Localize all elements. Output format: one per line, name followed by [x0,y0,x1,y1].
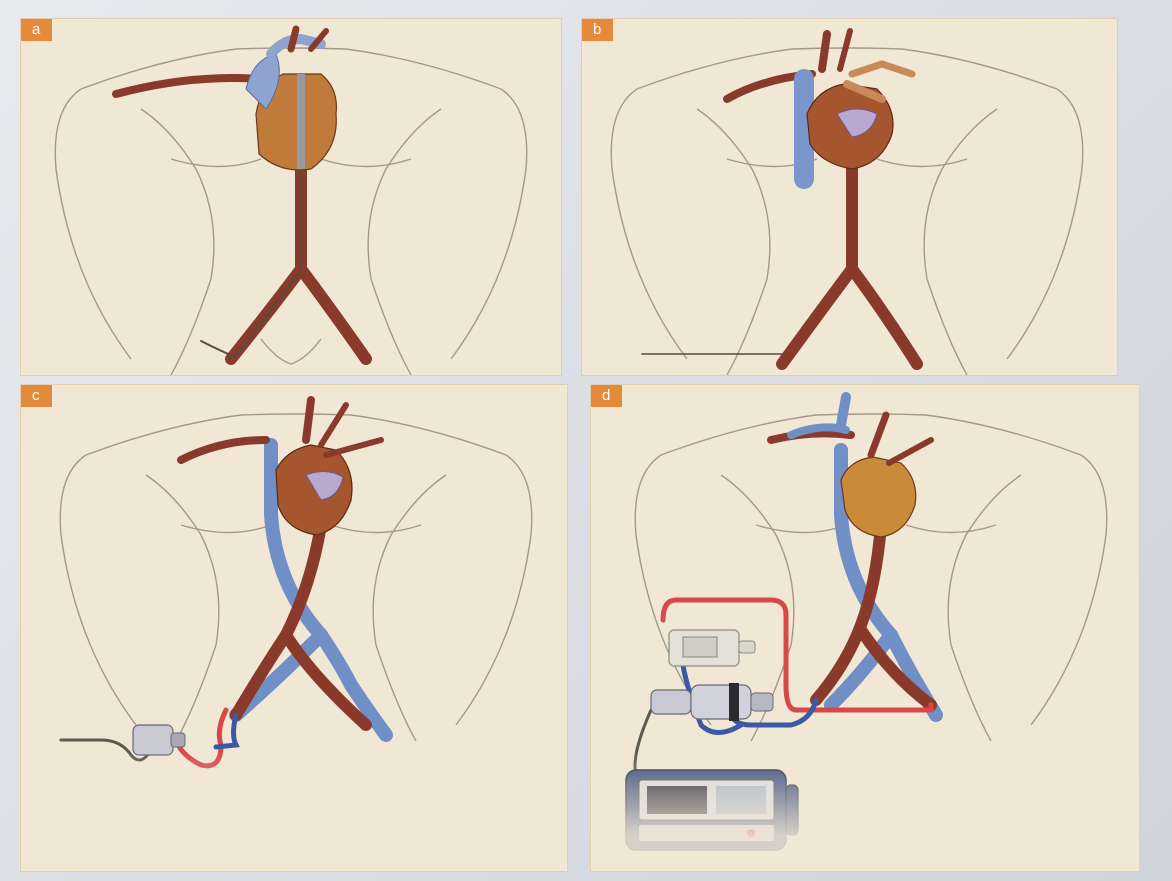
panel-d: d [590,384,1140,872]
heart-b [807,31,912,169]
panel-a: a [20,18,562,376]
femoral-artery-left [301,269,366,359]
panel-label-a: a [21,19,52,41]
aorta [782,139,852,364]
heart-c [276,400,381,535]
panel-c: c [20,384,568,872]
panel-label-c: c [21,385,52,407]
panel-label-b: b [582,19,613,41]
pump-icon [651,683,773,721]
oxygenator-icon [669,630,755,666]
torso-illustration-b [582,19,1117,375]
subclavian-artery [116,78,261,94]
heart-a [246,29,336,170]
panel-b: b [581,18,1118,376]
torso-illustration-a [21,19,561,375]
heart-d [841,397,931,537]
panel-label-d: d [591,385,622,407]
